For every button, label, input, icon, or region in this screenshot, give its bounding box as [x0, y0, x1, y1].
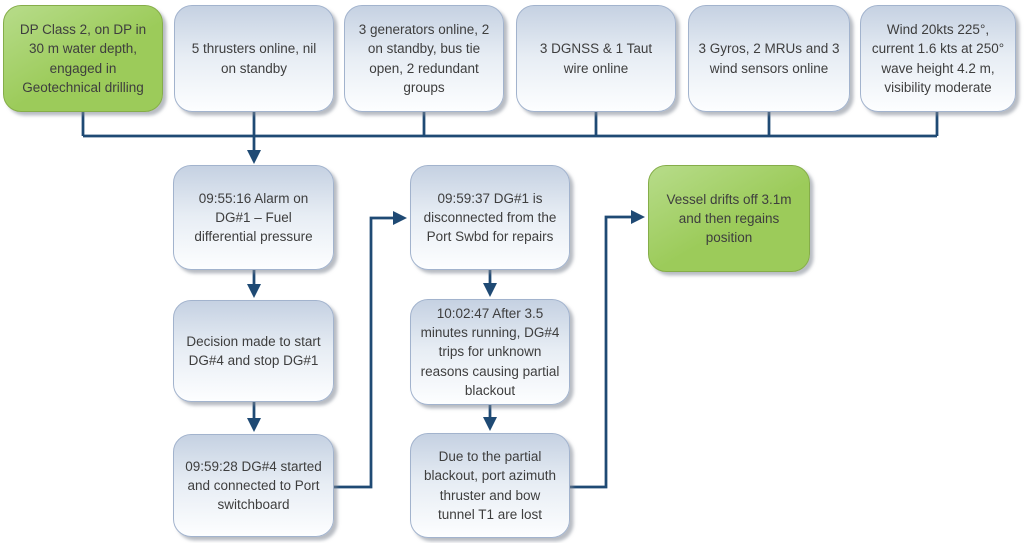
event-box-thrusters-lost: Due to the partial blackout, port azimut… [410, 433, 570, 538]
event-box-thrusters-lost-text: Due to the partial blackout, port azimut… [423, 449, 557, 522]
status-box-generators: 3 generators online, 2 on standby, bus t… [344, 5, 504, 112]
connector-thrusterslost-to-driftoff [570, 215, 632, 489]
event-box-dg1-disconnected-text: 09:59:37 DG#1 is disconnected from the P… [423, 190, 557, 245]
arrowhead-decision-to-dg4started [247, 418, 261, 432]
connector-dg4started-to-dg1disconnected [333, 216, 394, 489]
status-box-sensors: 3 Gyros, 2 MRUs and 3 wind sensors onlin… [688, 5, 850, 112]
status-rail-connector [81, 112, 939, 138]
status-box-position-refs-text: 3 DGNSS & 1 Taut wire online [539, 41, 653, 76]
status-box-thrusters: 5 thrusters online, nil on standby [174, 5, 334, 112]
status-box-dp-class: DP Class 2, on DP in 30 m water depth, e… [3, 5, 163, 112]
event-box-dg4-started: 09:59:28 DG#4 started and connected to P… [173, 434, 334, 537]
event-box-dg1-disconnected: 09:59:37 DG#1 is disconnected from the P… [410, 165, 570, 270]
outcome-box-drift-off: Vessel drifts off 3.1m and then regains … [648, 165, 810, 272]
status-box-environment-text: Wind 20kts 225°, current 1.6 kts at 250°… [871, 22, 1005, 95]
status-box-position-refs: 3 DGNSS & 1 Taut wire online [516, 5, 676, 112]
status-box-thrusters-text: 5 thrusters online, nil on standby [191, 41, 317, 76]
status-box-environment: Wind 20kts 225°, current 1.6 kts at 250°… [860, 5, 1016, 112]
event-box-alarm-dg1-text: 09:55:16 Alarm on DG#1 – Fuel differenti… [194, 190, 313, 245]
status-box-generators-text: 3 generators online, 2 on standby, bus t… [358, 22, 490, 95]
status-box-sensors-text: 3 Gyros, 2 MRUs and 3 wind sensors onlin… [698, 41, 840, 76]
arrowhead-rail-to-alarm [247, 150, 261, 164]
event-box-alarm-dg1: 09:55:16 Alarm on DG#1 – Fuel differenti… [173, 165, 334, 270]
event-box-dg4-trips-text: 10:02:47 After 3.5 minutes running, DG#4… [420, 306, 560, 398]
arrowhead-driftoff [631, 210, 645, 224]
event-box-dg4-trips: 10:02:47 After 3.5 minutes running, DG#4… [410, 299, 570, 405]
arrowhead-dg1disconnected [393, 211, 407, 225]
outcome-box-drift-off-text: Vessel drifts off 3.1m and then regains … [666, 191, 792, 246]
arrowhead-alarm-to-decision [247, 284, 261, 298]
event-box-decision: Decision made to start DG#4 and stop DG#… [173, 300, 334, 402]
arrowhead-dg4trips [483, 283, 497, 297]
event-box-dg4-started-text: 09:59:28 DG#4 started and connected to P… [185, 458, 322, 513]
arrowhead-thrusterslost [483, 417, 497, 431]
status-box-dp-class-text: DP Class 2, on DP in 30 m water depth, e… [19, 22, 147, 95]
event-box-decision-text: Decision made to start DG#4 and stop DG#… [186, 333, 321, 368]
